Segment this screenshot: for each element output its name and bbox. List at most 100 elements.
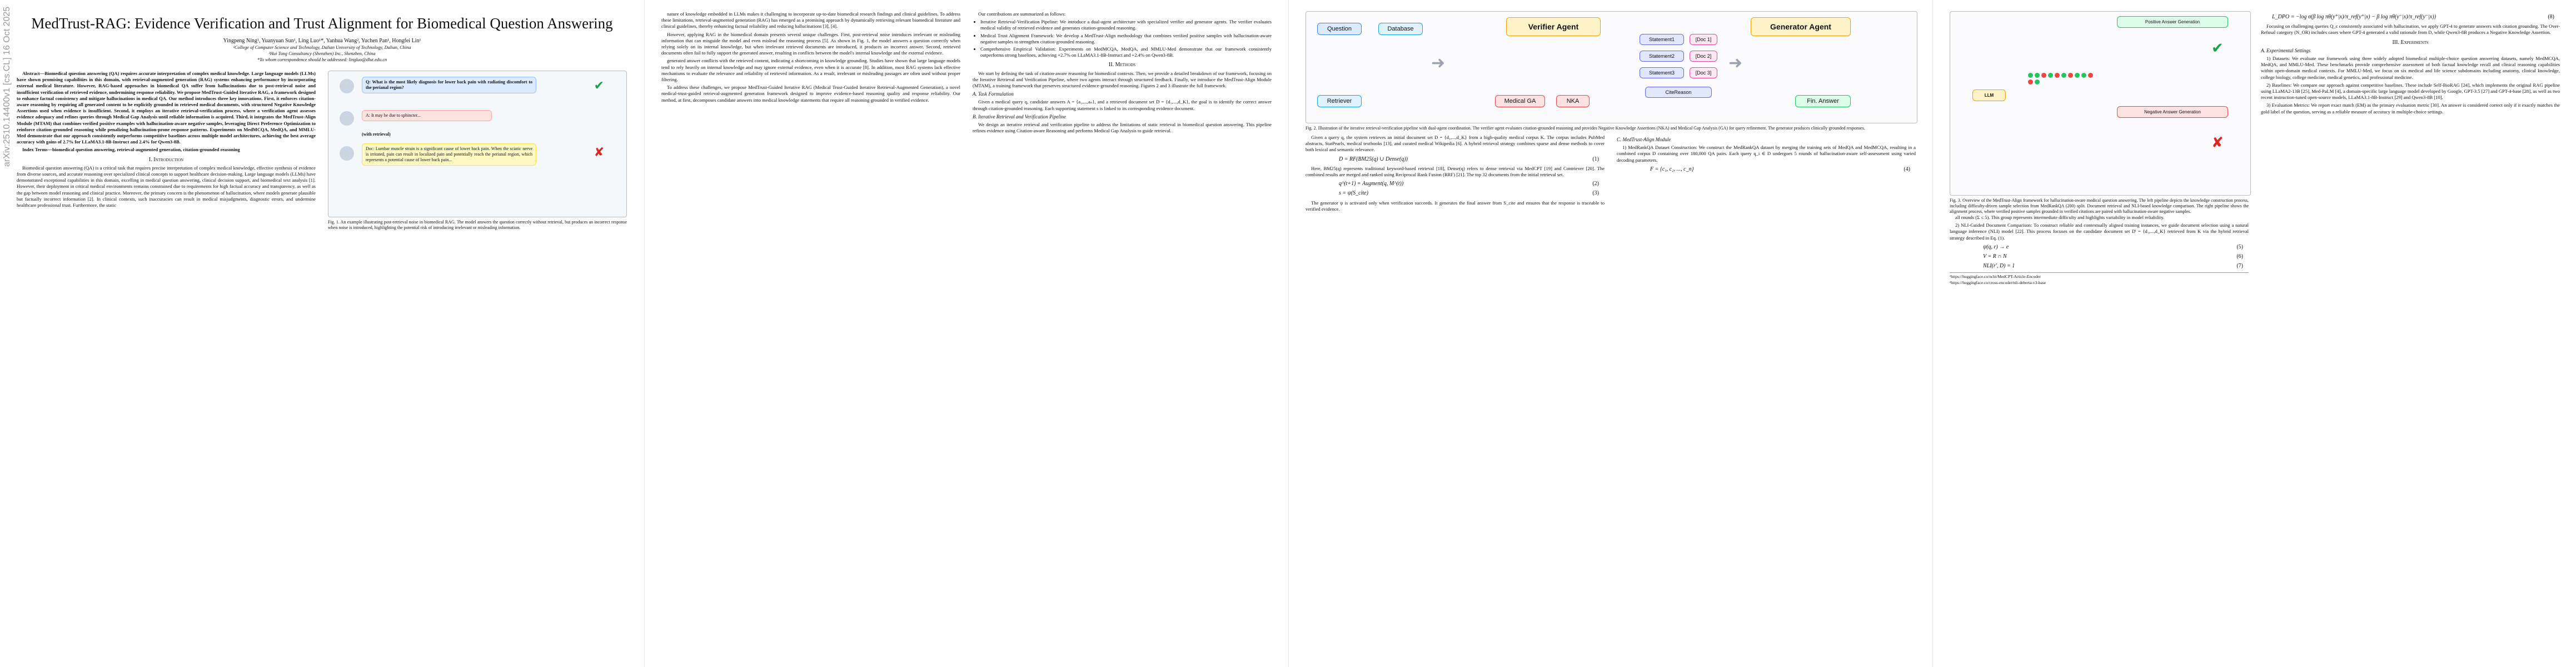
fig1-caption: Fig. 1. An example illustrating post-ret…: [328, 220, 627, 230]
subsection-pipeline: B. Iterative Retrieval and Verification …: [973, 113, 1066, 120]
p2-paragraph-2: However, applying RAG in the biomedical …: [661, 31, 960, 56]
fig2-doc: [Doc 3]: [1690, 67, 1717, 78]
fig2-database-node: Database: [1378, 23, 1423, 35]
task-formulation-paragraph: Given a medical query q, candidate answe…: [973, 99, 1272, 111]
intro-paragraph: Biomedical question answering (QA) is a …: [17, 165, 316, 208]
sample-dot: [2068, 73, 2073, 78]
fig1-retrieved-doc: Doc: Lumbar muscle strain is a significa…: [362, 143, 536, 166]
fig2-final-answer: Fin. Answer: [1795, 95, 1851, 107]
p3-paragraph-3: The generator ψ is activated only when v…: [1306, 200, 1605, 212]
contribution-item: Comprehensive Empirical Validation: Expe…: [980, 46, 1272, 58]
robot-icon: [340, 79, 354, 93]
fig2-generator-agent: Generator Agent: [1751, 17, 1851, 36]
p2-paragraph-1: nature of knowledge embedded in LLMs mak…: [661, 11, 960, 29]
fig1-wrong-answer: A: It may be due to sphincter...: [362, 110, 492, 121]
affiliation-2: ²Hui Tong Consultancy (Shenzhen) Inc., S…: [268, 51, 376, 56]
fig2-doc: [Doc 2]: [1690, 51, 1717, 62]
equation-1: D = RF(BM25(q) ∪ Dense(q))(1): [1339, 156, 1599, 162]
fig3-check-icon: ✔: [2211, 39, 2224, 56]
contributions-list: Iterative Retrieval-Verification Pipelin…: [973, 19, 1272, 58]
page1-left-column: Abstract—Biomedical question answering (…: [17, 71, 316, 231]
fig2-arrow: ➜: [1431, 54, 1446, 72]
robot-icon: [340, 146, 354, 161]
sample-dot: [2048, 73, 2053, 78]
fig1-question: Q: What is the most likely diagnosis for…: [362, 77, 536, 93]
page-3: Question Database Retriever Verifier Age…: [1288, 0, 1932, 667]
sample-dot: [2055, 73, 2060, 78]
p4-paragraph-1: all rounds (Σ ≤ 5). This group represent…: [1955, 215, 2165, 220]
fig2-medical-ga: Medical GA: [1495, 95, 1545, 107]
cross-icon: ✘: [594, 145, 604, 159]
affiliation-3: *To whom correspondence should be addres…: [257, 57, 387, 62]
sample-dot: [2035, 73, 2040, 78]
contribution-item: Medical Trust Alignment Framework: We de…: [980, 33, 1272, 45]
sample-dot: [2041, 73, 2046, 78]
fig2-statement: Statement3: [1640, 67, 1684, 78]
p4-paragraph-3: Focusing on challenging queries Q_c cons…: [2261, 23, 2560, 36]
equation-5: ψ(q, r) → e(5): [1983, 243, 2243, 250]
page2-left-column: nature of knowledge embedded in LLMs mak…: [661, 11, 960, 136]
fig2-statement: Statement1: [1640, 34, 1684, 45]
contributions-intro: Our contributions are summarized as foll…: [978, 11, 1066, 17]
p2-paragraph-3: generated answer conflicts with the retr…: [661, 58, 960, 83]
equation-3: s = ψ(S_cite)(3): [1339, 190, 1599, 197]
abstract: Abstract—Biomedical question answering (…: [17, 71, 316, 145]
experiments-metrics: 3) Evaluation Metrics: We report exact m…: [2261, 102, 2560, 115]
page-4: Positive Answer Generation Negative Answ…: [1932, 0, 2576, 667]
page3-left-column: Given a query q, the system retrieves an…: [1306, 135, 1605, 214]
equation-6: V = R ∩ N(6): [1983, 253, 2243, 260]
sample-dot: [2028, 73, 2033, 78]
arxiv-stamp: arXiv:2510.14400v1 [cs.CL] 16 Oct 2025: [2, 6, 12, 167]
p2-paragraph-4: To address these challenges, we propose …: [661, 84, 960, 103]
sample-dot: [2061, 73, 2066, 78]
subsection-task-formulation: A. Task Formulation: [973, 91, 1014, 97]
sample-dot: [2028, 79, 2033, 84]
figure-2: Question Database Retriever Verifier Age…: [1306, 11, 1917, 123]
page3-right-column: C. MedTrust-Align Module 1) MedRankQA Da…: [1617, 135, 1916, 214]
figure-1: Q: What is the most likely diagnosis for…: [328, 71, 627, 217]
page4-left-column: Positive Answer Generation Negative Answ…: [1950, 11, 2251, 286]
methods-paragraph: We start by defining the task of citatio…: [973, 70, 1272, 89]
page-1: arXiv:2510.14400v1 [cs.CL] 16 Oct 2025 M…: [0, 0, 644, 667]
equation-2: q^(t+1) = Augment(q, M^(t))(2): [1339, 181, 1599, 187]
fig3-negative-title: Negative Answer Generation: [2117, 106, 2228, 118]
fig3-caption: Fig. 3. Overview of the MedTrust-Align f…: [1950, 198, 2249, 214]
section-heading-methods: II. Methods: [1108, 62, 1136, 68]
section-heading-introduction: I. Introduction: [148, 156, 184, 163]
page4-right-column: L_DPO = −log σ(β log πθ(y⁺|x)/π_ref(y⁺|x…: [2261, 11, 2560, 285]
equation-4: F = {c₁, c₂, ..., c_n}(4): [1650, 166, 1910, 172]
fig2-nka: NKA: [1556, 95, 1590, 107]
footnote: ¹https://huggingface.co/ncbi/MedCPT-Arti…: [1950, 272, 2249, 279]
figure-3: Positive Answer Generation Negative Answ…: [1950, 11, 2251, 196]
subsection-medtrust-align: C. MedTrust-Align Module: [1617, 137, 1671, 142]
footnote: ²https://huggingface.co/cross-encoder/nl…: [1950, 280, 2046, 286]
paper-title: MedTrust-RAG: Evidence Verification and …: [31, 15, 613, 32]
experiments-baselines: 2) Baselines: We compare our approach ag…: [2261, 82, 2560, 101]
p3-paragraph-2: Here, BM25(q) represents traditional key…: [1306, 165, 1605, 178]
sample-dot: [2075, 73, 2080, 78]
experiments-datasets: 1) Datasets: We evaluate our framework u…: [2261, 56, 2560, 80]
check-icon: ✔: [594, 78, 604, 92]
fig2-verifier-agent: Verifier Agent: [1506, 17, 1601, 36]
fig2-arrow: ➜: [1728, 54, 1743, 72]
sample-dot: [2081, 73, 2086, 78]
fig2-citereason: CiteReason: [1645, 87, 1712, 98]
fig2-retriever-node: Retriever: [1317, 95, 1362, 107]
p3-paragraph-1: Given a query q, the system retrieves an…: [1306, 135, 1605, 153]
fig2-doc: [Doc 1]: [1690, 34, 1717, 45]
fig1-with-retrieval-label: (with retrieval): [362, 132, 391, 137]
fig2-caption: Fig. 2. Illustration of the iterative re…: [1306, 126, 1865, 131]
equation-7: NLI(r', D) = 1(7): [1983, 263, 2243, 270]
p3-paragraph-4: 1) MedRankQA Dataset Construction: We co…: [1617, 145, 1916, 163]
fig3-sample-dots: [2028, 73, 2095, 84]
page2-right-column: Our contributions are summarized as foll…: [973, 11, 1272, 136]
fig3-llm-node: LLM: [1972, 89, 2006, 102]
fig2-statement: Statement2: [1640, 51, 1684, 62]
equation-8: L_DPO = −log σ(β log πθ(y⁺|x)/π_ref(y⁺|x…: [2272, 14, 2554, 20]
page-2: nature of knowledge embedded in LLMs mak…: [644, 0, 1288, 667]
fig3-cross-icon: ✘: [2211, 134, 2224, 151]
page1-right-column: Q: What is the most likely diagnosis for…: [328, 71, 627, 231]
fig2-question-node: Question: [1317, 23, 1362, 35]
fig3-positive-title: Positive Answer Generation: [2117, 16, 2228, 28]
contribution-item: Iterative Retrieval-Verification Pipelin…: [980, 19, 1272, 31]
